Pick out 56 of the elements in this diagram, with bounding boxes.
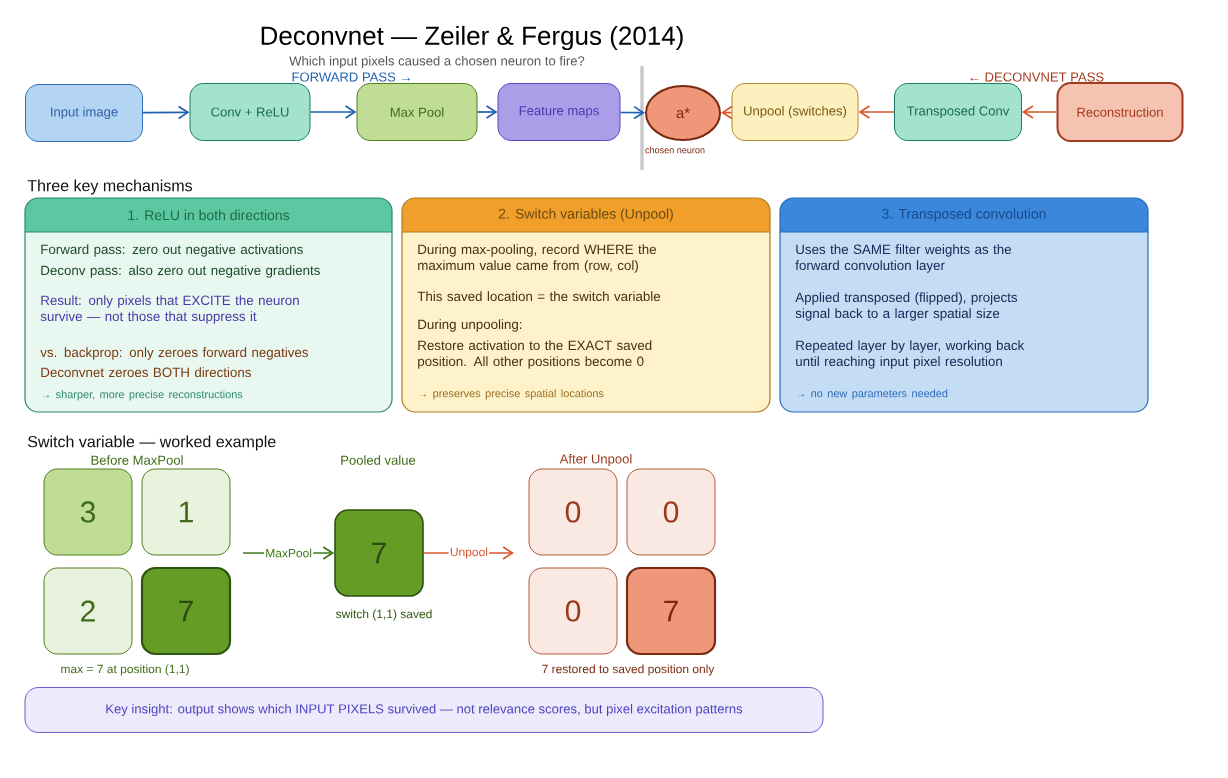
grid-cell: 7 [625,566,717,656]
section-heading: Switch variable — worked example [28,435,276,451]
process-box: Reconstruction [1056,82,1184,142]
process-box: Input image [25,84,143,142]
card-text: Result: only pixels that EXCITE the neuron survive — not those that suppress it [40,295,299,324]
card-text: Uses the SAME filter weights as the forward convolution layer [795,244,1011,273]
card-text: → preserves precise spatial locations [419,389,604,400]
node-caption: chosen neuron [645,146,705,154]
card-text: Deconvnet zeroes BOTH directions [41,367,251,378]
card-text: Restore activation to the EXACT saved position. All other positions become 0 [418,340,652,369]
grid-cell: 0 [626,468,716,556]
pooled-cell: 7 [334,509,424,597]
card-text: vs. backprop: only zeroes forward negatives [40,347,308,360]
node-caption: switch (1,1) saved [336,609,432,621]
grid-cell: 0 [528,468,618,556]
insight-box: Key insight: output shows which INPUT PIXELS survived — not relevance scores, but pixel excitation patterns [24,687,824,733]
process-box: Transposed Conv [894,83,1022,141]
process-box: Conv + ReLU [189,83,311,141]
card-text: → sharper, more precise reconstructions [42,390,243,401]
subtitle: Which input pixels caused a chosen neuron to fire? [289,55,585,69]
process-box: Feature maps [497,83,621,141]
title: Deconvnet — Zeiler & Fergus (2014) [261,25,683,51]
arrow [1022,105,1058,119]
card-text: During max-pooling, record WHERE the maximum value came from (row, col) [418,244,656,273]
card-text: → no new parameters needed [797,389,948,400]
card-text: This saved location = the switch variable [417,291,661,302]
grid-heading: Before MaxPool [91,455,183,465]
arrow [309,105,357,119]
arrow [476,105,498,119]
edge-label: Unpool [448,546,490,560]
edge-label: MaxPool [263,547,314,559]
grid-heading: Pooled value [341,455,416,465]
card-text: During unpooling: [418,319,522,332]
pass-label: FORWARD PASS → [292,72,410,82]
grid-cell: 7 [140,566,232,656]
arrow [858,105,895,119]
card-heading: 3. Transposed convolution [882,208,1046,222]
card-text: Deconv pass: also zero out negative gradients [41,265,320,278]
section-heading: Three key mechanisms [27,179,193,195]
grid-note: 7 restored to saved position only [542,664,715,676]
pass-label: ← DECONVNET PASS [970,72,1104,82]
grid-cell: 2 [43,567,133,655]
card-text: Forward pass: zero out negative activations [41,244,303,257]
card-heading: 2. Switch variables (Unpool) [498,208,673,222]
process-box: Unpool (switches) [731,83,859,141]
grid-cell: 0 [528,567,618,655]
arrow [142,105,190,120]
card-heading: 1. ReLU in both directions [128,209,290,221]
grid-cell: 3 [43,468,133,556]
card-text: Applied transposed (flipped), projects signal back to a larger spatial size [795,292,1018,321]
grid-note: max = 7 at position (1,1) [61,664,189,676]
process-box: Max Pool [356,83,478,141]
card-text: Repeated layer by layer, working back until reaching input pixel resolution [796,340,1025,369]
grid-cell: 1 [141,468,231,556]
arrow [619,105,645,120]
grid-heading: After Unpool [559,453,632,467]
